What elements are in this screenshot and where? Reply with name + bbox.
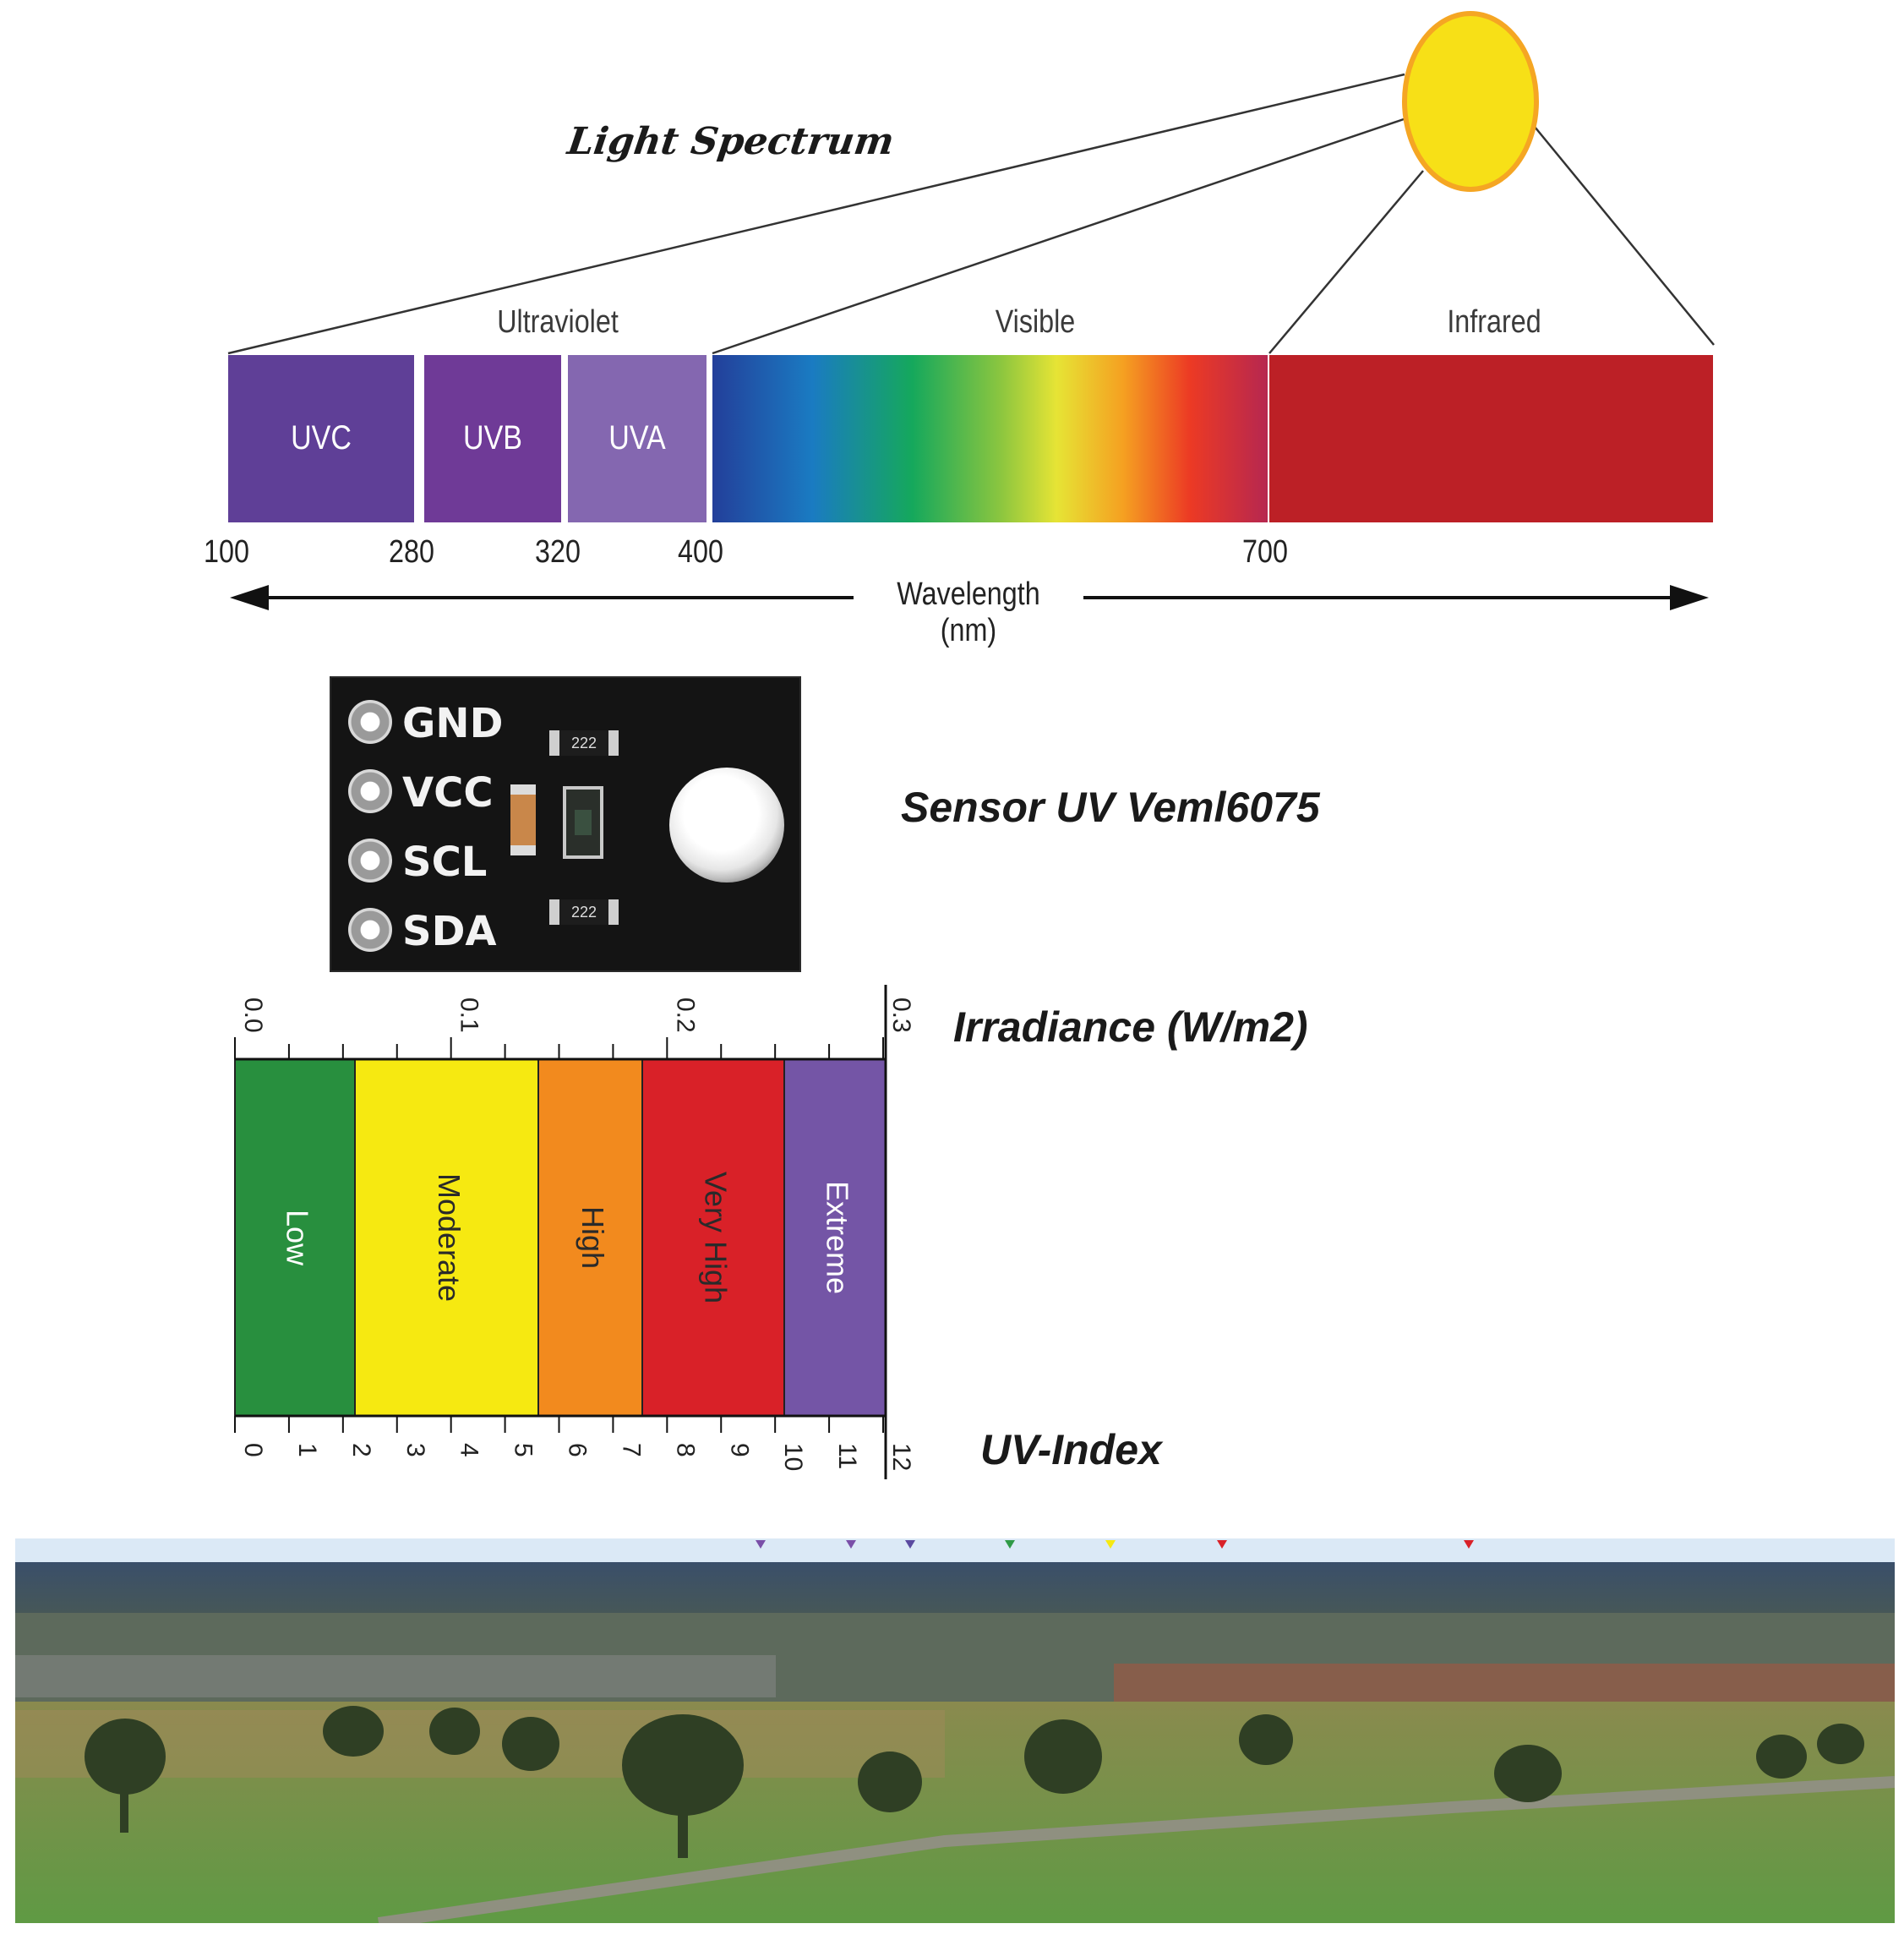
pin-label-sda: SDA xyxy=(402,908,497,955)
landscape-scene xyxy=(15,1562,1895,1923)
uv-category-label: High xyxy=(576,1206,610,1269)
field-dry-strip xyxy=(15,1710,945,1778)
pin-pad-sda xyxy=(348,908,392,952)
resistor-top: 222 xyxy=(549,730,619,756)
uv-marker-icon xyxy=(905,1540,915,1549)
uv-index-tick-label: 9 xyxy=(725,1443,753,1457)
pin-pad-gnd xyxy=(348,700,392,744)
uv-sensor-chip xyxy=(563,786,603,859)
irradiance-tick-label: 0.0 xyxy=(239,997,267,1033)
band-label-uvc: UVC xyxy=(291,419,352,456)
uv-category-label: Extreme xyxy=(820,1181,854,1294)
pin-pad-vcc xyxy=(348,769,392,813)
town-houses-left xyxy=(15,1655,776,1697)
sun xyxy=(1402,11,1539,192)
uv-index-tick-label: 10 xyxy=(779,1443,807,1471)
uv-index-scale: Low Moderate High Very High Extreme 0.0 0.1 0.2… xyxy=(234,985,915,1479)
uv-index-tick-label: 12 xyxy=(887,1443,915,1471)
uv-index-tick-label: 0 xyxy=(239,1443,267,1457)
uv-category-high xyxy=(537,1058,643,1417)
uv-marker-icon xyxy=(1105,1540,1116,1549)
uv-index-tick-label: 7 xyxy=(617,1443,645,1457)
pin-label-vcc: VCC xyxy=(402,769,494,817)
resistor-bottom: 222 xyxy=(549,899,619,925)
pin-label-gnd: GND xyxy=(402,700,504,747)
uv-index-tick-label: 3 xyxy=(401,1443,429,1457)
uv-marker-icon xyxy=(1464,1540,1474,1549)
band-uvc xyxy=(228,355,414,522)
label-visible: Visible xyxy=(995,304,1076,340)
uv-category-low xyxy=(234,1058,356,1417)
dirt-path xyxy=(377,1776,1895,1923)
uv-marker-icon xyxy=(846,1540,856,1549)
uv-index-tick-label: 1 xyxy=(293,1443,321,1457)
sky-band xyxy=(15,1538,1895,1562)
uv-index-tick-label: 5 xyxy=(510,1443,537,1457)
diffuser-dome xyxy=(669,768,784,883)
band-visible xyxy=(712,355,1268,522)
sun-ray-infrared-right xyxy=(1534,126,1715,346)
tick-280: 280 xyxy=(389,534,434,570)
band-label-uva: UVA xyxy=(608,419,666,456)
arrow-right-icon xyxy=(1670,585,1709,610)
pin-pad-scl xyxy=(348,839,392,883)
irradiance-tick-label: 0.2 xyxy=(671,997,699,1033)
sun-ray-visible xyxy=(712,117,1407,355)
tick-320: 320 xyxy=(535,534,581,570)
landscape-panorama xyxy=(15,1538,1895,1923)
tick-700: 700 xyxy=(1242,534,1288,570)
uv-marker-icon xyxy=(756,1540,766,1549)
uv-index-tick-label: 4 xyxy=(456,1443,483,1457)
sensor-caption: Sensor UV Veml6075 xyxy=(901,784,1320,831)
uv-category-extreme xyxy=(783,1058,887,1417)
sun-ray-uv xyxy=(227,73,1405,355)
uv-index-axis-label: UV-Index xyxy=(980,1426,1162,1473)
uv-index-tick-label: 2 xyxy=(347,1443,375,1457)
label-infrared: Infrared xyxy=(1447,304,1541,340)
uv-category-label: Low xyxy=(280,1210,314,1266)
uv-marker-icon xyxy=(1217,1540,1227,1549)
arrow-left-icon xyxy=(230,585,269,610)
band-infrared xyxy=(1269,355,1713,522)
uv-marker-row xyxy=(15,1538,1895,1562)
label-ultraviolet: Ultraviolet xyxy=(497,304,619,340)
tick-400: 400 xyxy=(678,534,723,570)
uv-marker-icon xyxy=(1005,1540,1015,1549)
band-uva xyxy=(568,355,706,522)
capacitor xyxy=(510,784,536,855)
uv-category-moderate xyxy=(354,1058,539,1417)
band-label-uvb: UVB xyxy=(463,419,522,456)
pin-label-scl: SCL xyxy=(402,839,488,886)
sensor-board: GND VCC SCL SDA 222 222 xyxy=(330,676,801,972)
tick-100: 100 xyxy=(204,534,249,570)
irradiance-axis-label: Irradiance (W/m2) xyxy=(953,1003,1308,1051)
uv-category-label: Very High xyxy=(698,1172,733,1303)
uv-index-tick-label: 8 xyxy=(671,1443,699,1457)
irradiance-tick-label: 0.3 xyxy=(887,997,915,1033)
spectrum-diagram xyxy=(227,11,1715,610)
wavelength-axis-label: Wavelength (nm) xyxy=(897,577,1040,648)
trees xyxy=(85,1706,1864,1858)
uv-index-tick-label: 6 xyxy=(564,1443,592,1457)
sun-ray-infrared-left xyxy=(1268,170,1424,354)
uv-index-tick-label: 11 xyxy=(833,1443,861,1469)
irradiance-tick-label: 0.1 xyxy=(456,997,483,1033)
band-uvb xyxy=(424,355,561,522)
uv-category-label: Moderate xyxy=(432,1173,466,1302)
